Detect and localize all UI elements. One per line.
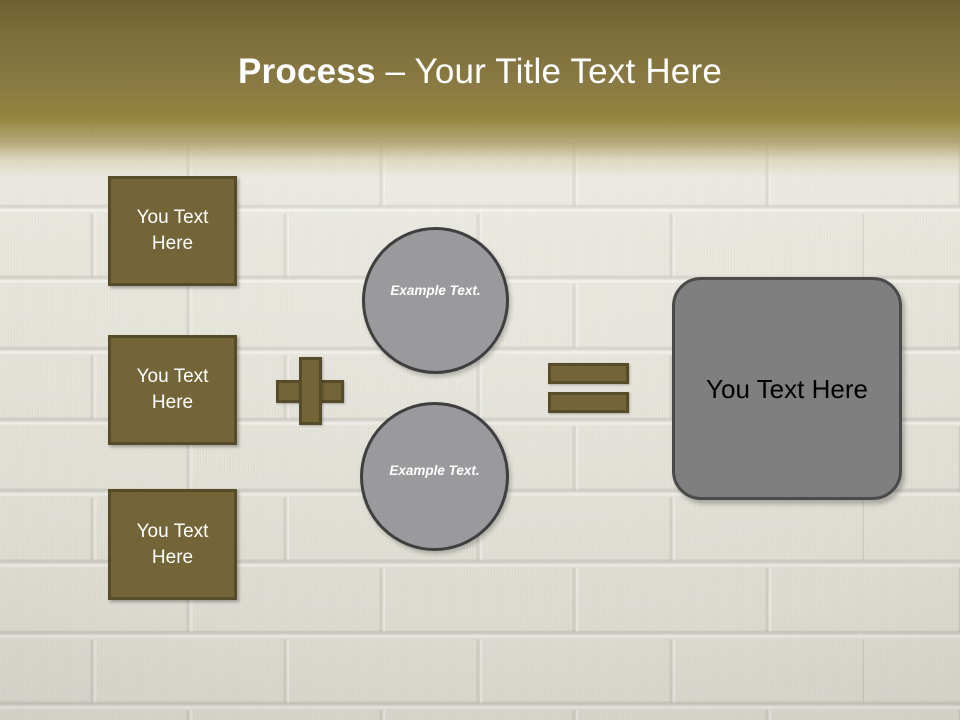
equals-icon-top-bar	[548, 363, 629, 384]
example-circle-2[interactable]: Example Text.	[360, 402, 509, 551]
example-circle-1[interactable]: Example Text.	[362, 227, 509, 374]
plus-icon	[276, 357, 344, 425]
example-circle-2-label: Example Text.	[389, 462, 480, 478]
result-box[interactable]: You Text Here	[672, 277, 902, 500]
input-box-1[interactable]: You Text Here	[108, 176, 237, 286]
equals-icon	[548, 363, 629, 413]
title-band	[0, 0, 960, 178]
result-box-label: You Text Here	[706, 373, 868, 404]
input-box-2[interactable]: You Text Here	[108, 335, 237, 445]
page-title: Process – Your Title Text Here	[0, 50, 960, 94]
input-box-3-label: You Text Here	[136, 520, 209, 568]
example-circle-1-label: Example Text.	[390, 282, 481, 298]
input-box-3[interactable]: You Text Here	[108, 489, 237, 600]
plus-icon-center-fill	[302, 383, 319, 400]
equals-icon-bottom-bar	[548, 392, 629, 413]
page-title-rest: – Your Title Text Here	[375, 52, 722, 91]
page-title-emphasis: Process	[238, 52, 376, 91]
input-box-2-label: You Text Here	[136, 366, 209, 413]
input-box-1-label: You Text Here	[136, 207, 209, 254]
